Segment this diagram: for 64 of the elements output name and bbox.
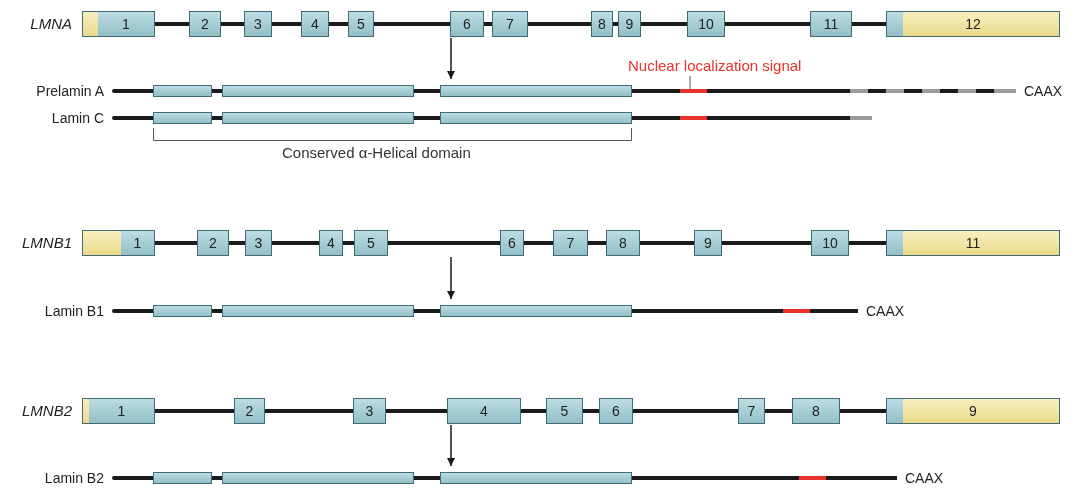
exon-box: 12 — [886, 11, 1060, 37]
protein-name: Prelamin A — [35, 82, 104, 100]
exon-box: 6 — [500, 230, 524, 256]
exon-box: 8 — [606, 230, 640, 256]
exon-box: 2 — [189, 11, 221, 37]
exon-box: 1 — [82, 230, 155, 256]
annotation-text: Nuclear localization signal — [628, 57, 840, 75]
exon-box: 5 — [348, 11, 374, 37]
domain-box — [153, 85, 212, 97]
protein-name: Lamin B1 — [43, 302, 104, 320]
exon-box: 8 — [792, 398, 840, 424]
exon-box: 8 — [591, 11, 613, 37]
exon-box: 10 — [687, 11, 725, 37]
exon-box: 11 — [886, 230, 1060, 256]
domain-box — [222, 85, 414, 97]
domain-box — [222, 472, 414, 484]
exon-box: 3 — [244, 11, 272, 37]
exon-box: 2 — [234, 398, 265, 424]
exon-box: 10 — [811, 230, 849, 256]
arrow — [447, 424, 455, 467]
exon-box: 4 — [301, 11, 329, 37]
domain-box — [153, 472, 212, 484]
domain-box — [440, 112, 632, 124]
exon-box: 7 — [553, 230, 588, 256]
protein-name: Lamin B2 — [43, 469, 104, 487]
motif-label: CAAX — [866, 302, 905, 320]
signal-segment — [680, 89, 707, 93]
gene-name: LMNA — [29, 14, 72, 34]
arrow — [447, 37, 455, 80]
domain-box — [222, 112, 414, 124]
exon-box: 9 — [886, 398, 1060, 424]
domain-label: Conserved α-Helical domain — [282, 144, 471, 162]
exon-box: 5 — [354, 230, 388, 256]
exon-box: 2 — [197, 230, 229, 256]
exon-box: 4 — [319, 230, 343, 256]
exon-box: 3 — [245, 230, 272, 256]
domain-box — [153, 305, 212, 317]
gene-name: LMNB2 — [20, 401, 72, 421]
exon-box: 3 — [353, 398, 386, 424]
signal-segment — [799, 476, 826, 480]
leader-line — [689, 75, 691, 90]
exon-box: 1 — [82, 11, 155, 37]
motif-label: CAAX — [905, 469, 944, 487]
exon-box: 5 — [546, 398, 583, 424]
exon-box: 9 — [694, 230, 722, 256]
exon-box: 7 — [738, 398, 765, 424]
motif-label: CAAX — [1024, 82, 1063, 100]
domain-box — [440, 305, 632, 317]
exon-box: 6 — [450, 11, 484, 37]
gene-name: LMNB1 — [20, 233, 72, 253]
exon-box: 11 — [810, 11, 852, 37]
signal-segment — [783, 309, 810, 313]
protein-name: Lamin C — [50, 109, 104, 127]
domain-box — [440, 85, 632, 97]
signal-segment — [680, 116, 707, 120]
exon-box: 1 — [82, 398, 155, 424]
domain-box — [153, 112, 212, 124]
exon-box: 6 — [599, 398, 633, 424]
exon-box: 7 — [492, 11, 528, 37]
domain-box — [440, 472, 632, 484]
exon-box: 4 — [447, 398, 521, 424]
arrow — [447, 256, 455, 300]
exon-box: 9 — [618, 11, 641, 37]
domain-box — [222, 305, 414, 317]
